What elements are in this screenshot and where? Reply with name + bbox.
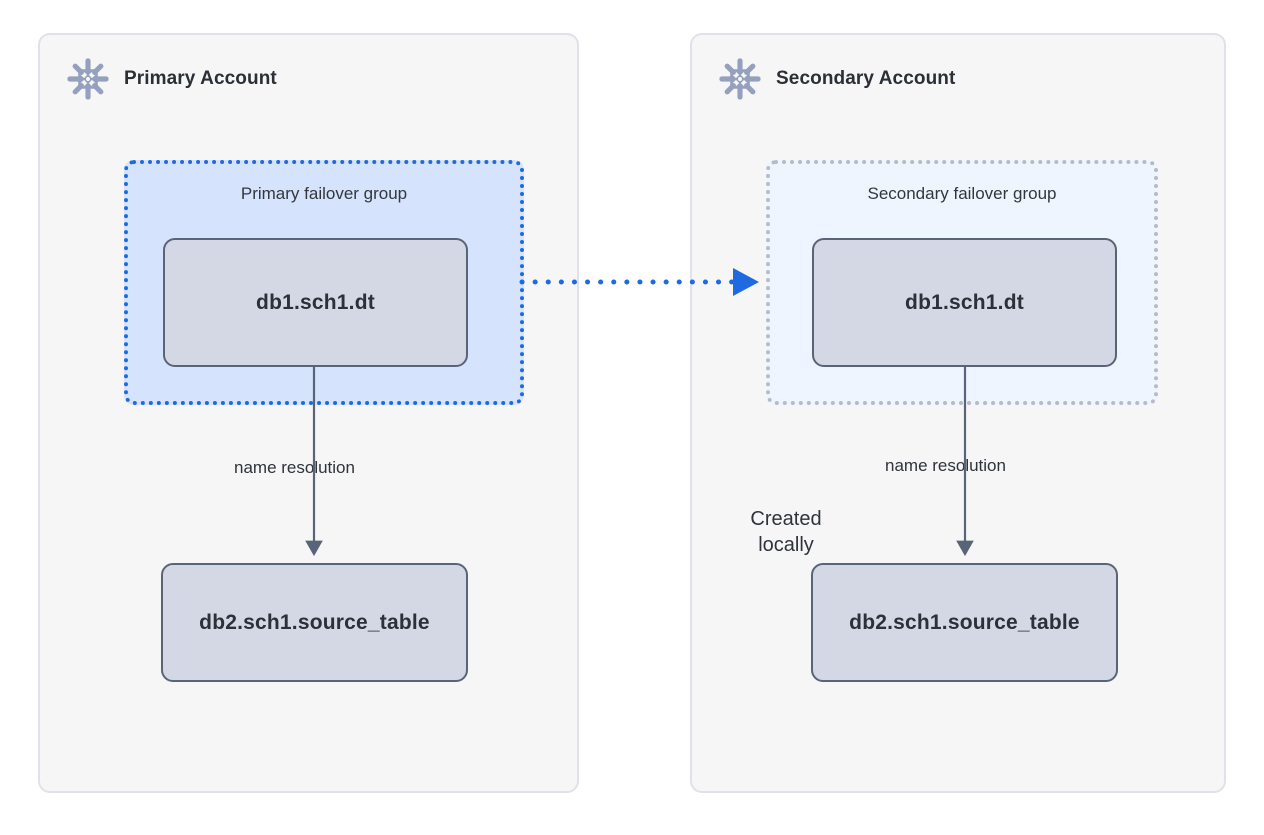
secondary-dynamic-table-node[interactable]: db1.sch1.dt xyxy=(812,238,1117,367)
snowflake-icon xyxy=(718,57,762,101)
secondary-account-title: Secondary Account xyxy=(776,68,956,89)
primary-name-resolution-label: name resolution xyxy=(234,458,355,477)
secondary-failover-group-label: Secondary failover group xyxy=(867,184,1057,203)
created-locally-note: Created locally xyxy=(750,508,822,556)
primary-account-title: Primary Account xyxy=(124,68,277,89)
secondary-name-resolution-label: name resolution xyxy=(885,456,1006,475)
primary-failover-group-label: Primary failover group xyxy=(240,184,408,203)
secondary-account-header: Secondary Account xyxy=(718,57,955,101)
primary-dynamic-table-node[interactable]: db1.sch1.dt xyxy=(163,238,468,367)
primary-source-table-node[interactable]: db2.sch1.source_table xyxy=(161,563,468,682)
snowflake-icon xyxy=(66,57,110,101)
primary-account-header: Primary Account xyxy=(66,57,277,101)
secondary-source-table-node[interactable]: db2.sch1.source_table xyxy=(811,563,1118,682)
